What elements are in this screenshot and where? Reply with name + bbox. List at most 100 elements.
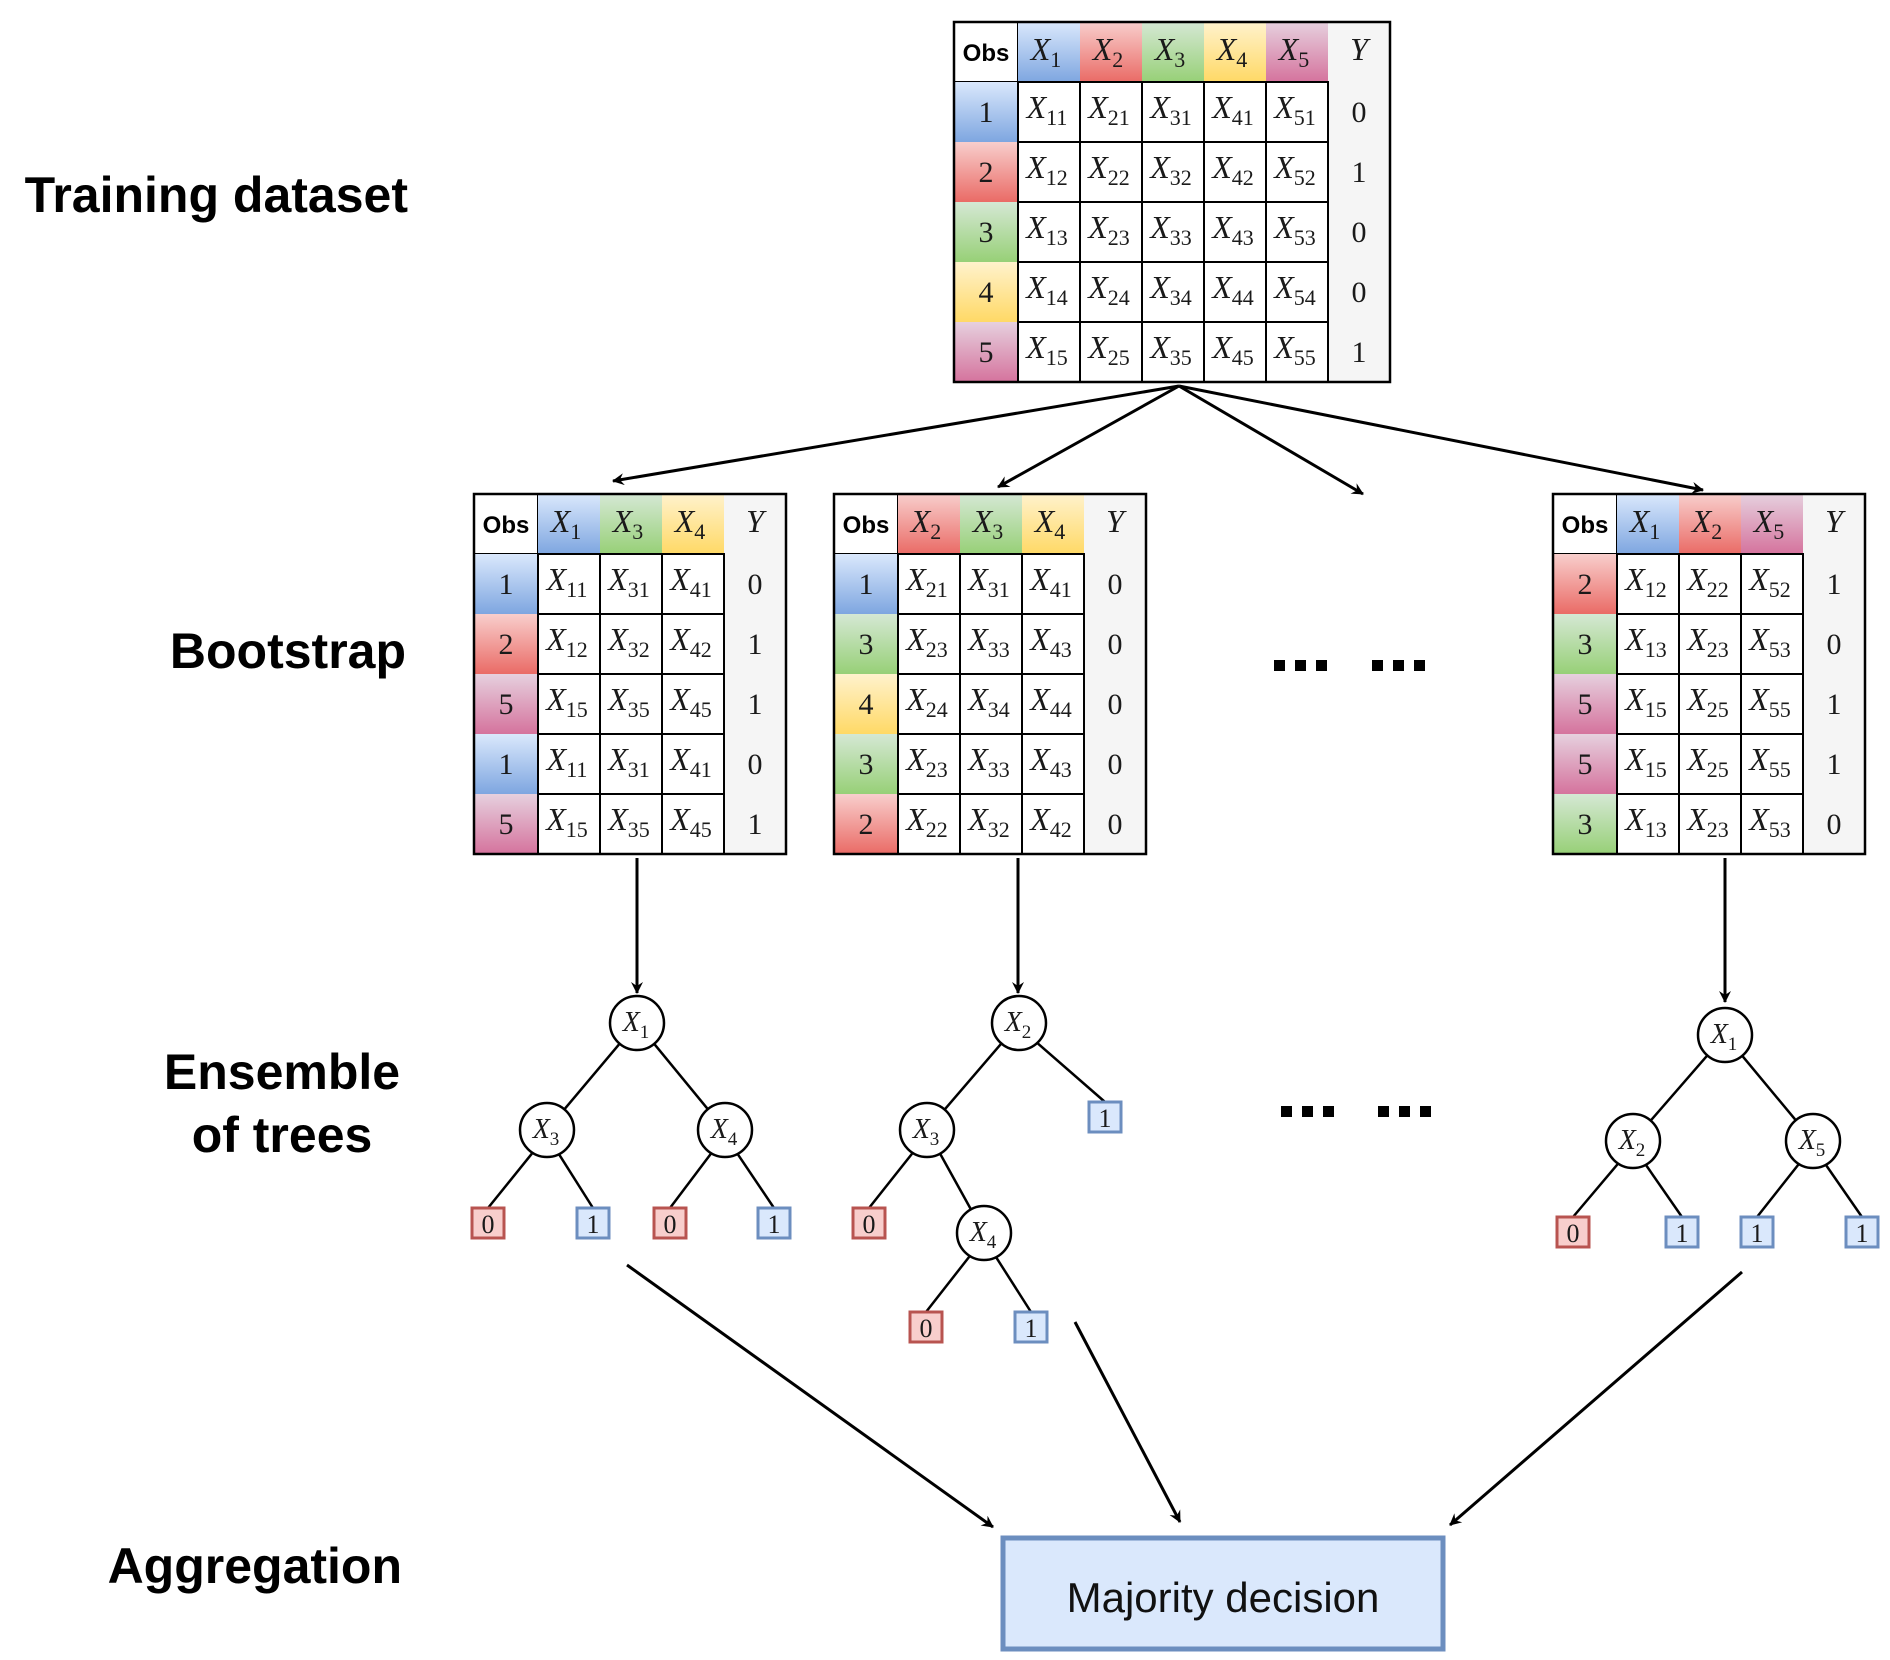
feature-header-cell xyxy=(898,494,960,554)
table-border xyxy=(832,492,1148,856)
leaf-node: 0 xyxy=(470,1206,506,1240)
value-cell xyxy=(897,553,961,615)
split-node-circle xyxy=(955,1204,1013,1262)
value-label: X53 xyxy=(1747,621,1791,662)
y-header-label: Y xyxy=(746,503,767,539)
obs-cell xyxy=(474,554,538,614)
split-node-label: X3 xyxy=(532,1114,560,1150)
obs-cell xyxy=(1553,734,1617,794)
split-node-circle xyxy=(1696,1006,1754,1064)
arrow-to-more-bootstraps xyxy=(1178,384,1364,496)
ellipsis-trees-1 xyxy=(1281,1106,1334,1117)
value-label: X41 xyxy=(1210,89,1254,130)
tree-edge xyxy=(943,1042,1003,1111)
y-value: 0 xyxy=(748,568,763,601)
value-cell xyxy=(1265,321,1329,383)
value-label: X35 xyxy=(606,681,650,722)
tree-edges xyxy=(1572,1054,1864,1218)
value-cell xyxy=(537,733,601,795)
value-cell xyxy=(1017,261,1081,323)
obs-number: 1 xyxy=(499,568,514,601)
obs-number: 1 xyxy=(979,96,994,129)
split-node-circle xyxy=(1784,1112,1842,1170)
tree-edge xyxy=(868,1152,914,1209)
value-cell xyxy=(959,673,1023,735)
leaf-label: 1 xyxy=(1676,1219,1689,1248)
arrow-to-bootstrap-1 xyxy=(612,384,1180,486)
split-node-label: X1 xyxy=(622,1007,650,1043)
stage-label-training: Training dataset xyxy=(25,167,409,223)
obs-cell xyxy=(834,554,898,614)
value-label: X32 xyxy=(966,801,1010,842)
y-value: 1 xyxy=(1827,748,1842,781)
obs-cell xyxy=(834,734,898,794)
value-label: X31 xyxy=(966,561,1010,602)
ellipsis-dot xyxy=(1378,1106,1389,1117)
split-node-circle xyxy=(1604,1112,1662,1170)
arrows xyxy=(612,384,1743,1529)
arrow-tree-2-to-decision xyxy=(1073,1321,1182,1523)
y-value: 0 xyxy=(1352,96,1367,129)
obs-cell xyxy=(1553,794,1617,854)
value-label: X12 xyxy=(544,621,588,662)
y-value: 0 xyxy=(1827,628,1842,661)
leaf-box xyxy=(1555,1215,1591,1249)
table-border xyxy=(952,20,1392,384)
tree-edge xyxy=(925,1255,971,1313)
leaf-node: 0 xyxy=(652,1206,688,1240)
leaf-label: 1 xyxy=(587,1210,600,1239)
stage-label-ensemble-line2: of trees xyxy=(192,1107,373,1163)
y-value: 0 xyxy=(1108,568,1123,601)
y-column-bg xyxy=(1803,494,1865,854)
value-label: X15 xyxy=(1623,681,1667,722)
ellipsis-dot xyxy=(1316,660,1327,671)
value-label: X15 xyxy=(1623,741,1667,782)
value-label: X15 xyxy=(544,681,588,722)
value-label: X24 xyxy=(1086,269,1130,310)
split-node: X4 xyxy=(696,1101,754,1159)
value-cell xyxy=(1678,793,1742,855)
leaf-label: 1 xyxy=(1025,1314,1038,1343)
feature-header-cell xyxy=(662,494,724,554)
value-label: X22 xyxy=(1685,561,1729,602)
table-border xyxy=(472,492,788,856)
y-header-label: Y xyxy=(1825,503,1846,539)
obs-header-label: Obs xyxy=(1562,512,1609,539)
obs-cell xyxy=(834,674,898,734)
tree-edge xyxy=(653,1043,709,1110)
obs-number: 5 xyxy=(1578,688,1593,721)
value-cell xyxy=(1678,733,1742,795)
table-border xyxy=(1551,492,1867,856)
value-label: X22 xyxy=(904,801,948,842)
split-node-circle xyxy=(696,1101,754,1159)
split-node-label: X5 xyxy=(1798,1125,1826,1161)
obs-number: 5 xyxy=(1578,748,1593,781)
value-label: X45 xyxy=(1210,329,1254,370)
obs-cell xyxy=(954,82,1018,142)
value-label: X55 xyxy=(1272,329,1316,370)
y-value: 0 xyxy=(1108,628,1123,661)
leaf-label: 1 xyxy=(1099,1104,1112,1133)
obs-header-label: Obs xyxy=(963,40,1010,67)
y-value: 1 xyxy=(1827,688,1842,721)
y-value: 1 xyxy=(748,628,763,661)
value-label: X23 xyxy=(904,741,948,782)
value-label: X51 xyxy=(1272,89,1316,130)
obs-header-label: Obs xyxy=(483,512,530,539)
obs-cell xyxy=(474,734,538,794)
feature-header-label: X5 xyxy=(1277,31,1310,72)
leaf-box xyxy=(1013,1310,1049,1344)
